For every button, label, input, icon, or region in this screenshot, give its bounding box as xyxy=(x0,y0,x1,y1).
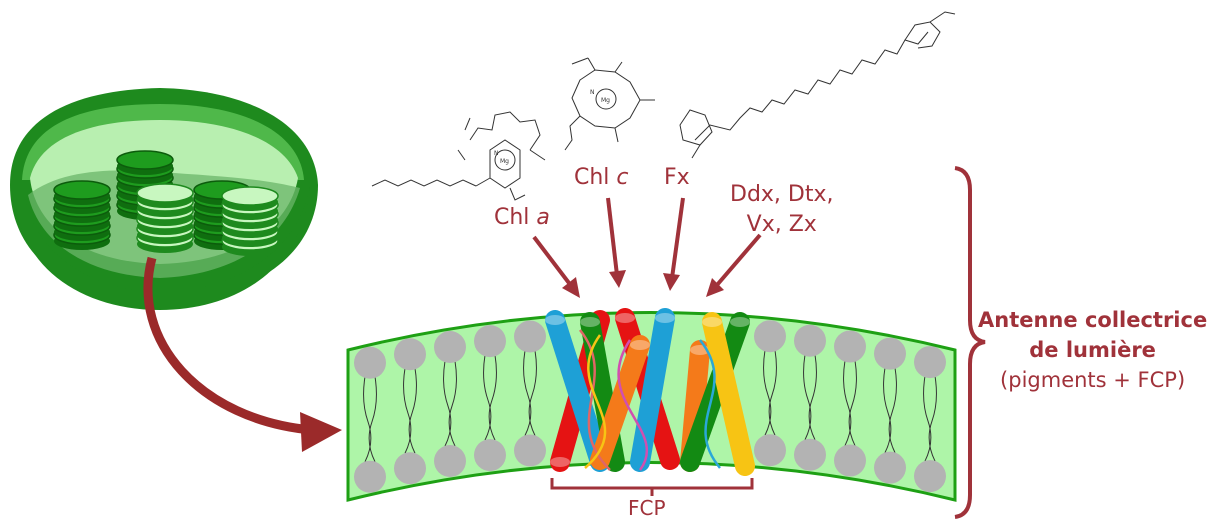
structure-atom-labels: Mg Mg N N xyxy=(494,89,610,165)
chl-c-structure xyxy=(564,57,655,151)
antenna-brace xyxy=(954,166,986,519)
granum xyxy=(53,180,111,250)
loop xyxy=(617,339,648,471)
lipid xyxy=(434,331,466,478)
lipid xyxy=(914,346,946,493)
label-antenna: Antenne collectrice de lumière (pigments… xyxy=(978,305,1207,395)
pigment-arrows xyxy=(532,197,762,298)
antenna-line2: de lumière xyxy=(1029,338,1156,362)
lipid xyxy=(394,338,426,485)
helix xyxy=(590,335,650,470)
lipid xyxy=(874,337,906,484)
label-xanthophylls-line1: Ddx, Dtx, xyxy=(730,182,834,207)
lipid xyxy=(354,346,386,493)
label-chl-a-suffix: a xyxy=(536,205,550,230)
svg-text:N: N xyxy=(494,150,499,157)
svg-text:N: N xyxy=(590,89,595,96)
granum xyxy=(221,186,279,256)
granum xyxy=(136,183,194,253)
label-xanthophylls-line2: Vx, Zx xyxy=(746,212,817,237)
label-chl-c-prefix: Chl xyxy=(574,165,617,190)
lipid xyxy=(754,320,786,467)
grana-stacks xyxy=(53,150,279,256)
antenna-line3: (pigments + FCP) xyxy=(1000,368,1186,392)
label-fcp: FCP xyxy=(628,496,666,520)
loop xyxy=(584,334,607,469)
label-fx: Fx xyxy=(664,165,690,190)
loop xyxy=(699,339,721,469)
fcp-bracket xyxy=(550,478,754,496)
label-chl-a: Chl a xyxy=(494,205,550,231)
svg-text:Mg: Mg xyxy=(500,158,509,165)
label-xanthophylls: Ddx, Dtx, Vx, Zx xyxy=(730,180,834,240)
lipid xyxy=(794,324,826,471)
helix xyxy=(545,310,610,472)
helix xyxy=(680,312,750,472)
lipid xyxy=(834,330,866,477)
loop xyxy=(579,329,611,471)
label-chl-c-suffix: c xyxy=(616,165,629,190)
antenna-line1: Antenne collectrice xyxy=(978,308,1207,332)
zoom-arrow xyxy=(143,256,342,452)
lipid xyxy=(474,325,506,472)
chl-a-structure xyxy=(371,111,546,201)
lipid xyxy=(514,320,546,467)
fcp-protein xyxy=(545,308,755,476)
label-chl-a-prefix: Chl xyxy=(494,205,537,230)
label-chl-c: Chl c xyxy=(574,165,629,191)
helix xyxy=(702,312,755,476)
lipid-bilayer xyxy=(354,320,946,493)
svg-text:Mg: Mg xyxy=(601,97,610,104)
fx-structure xyxy=(679,11,956,159)
